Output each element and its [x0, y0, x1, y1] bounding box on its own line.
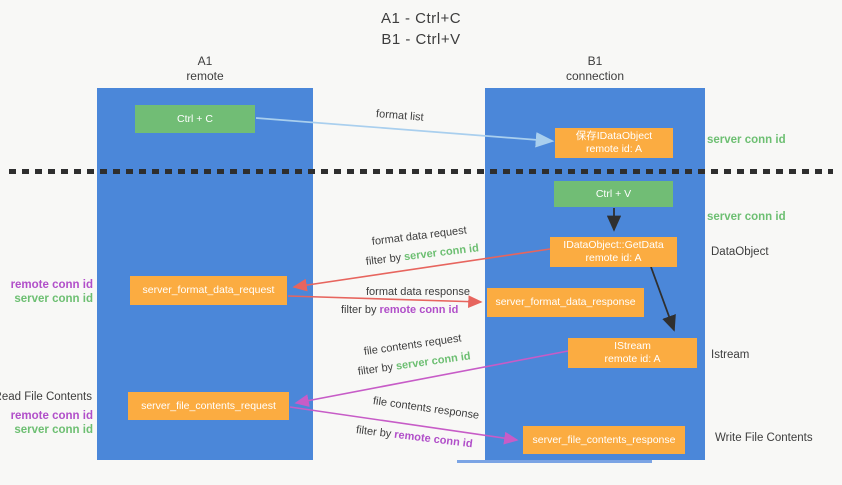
bottom-blue-bar — [457, 460, 652, 463]
format-request-label: server_format_data_request — [142, 284, 275, 296]
getdata-line1: IDataObject::GetData — [563, 239, 664, 251]
node-server-file-contents-response: server_file_contents_response — [523, 426, 685, 454]
file-response-label: server_file_contents_response — [532, 433, 676, 446]
node-server-file-contents-request: server_file_contents_request — [128, 392, 289, 420]
save-idataobject-line2: remote id: A — [585, 143, 643, 155]
label-server-conn-id-top: server conn id — [707, 134, 786, 146]
label-dataobject: DataObject — [711, 246, 769, 258]
label-istream: Istream — [711, 349, 750, 361]
label-remote-conn-id-1: remote conn id — [10, 279, 93, 291]
filter-by-text: filter by — [357, 361, 394, 378]
server-conn-id-text: server conn id — [395, 350, 472, 373]
file-request-label: server_file_contents_request — [141, 399, 276, 412]
save-idataobject-line1: 保存IDataObject — [575, 130, 653, 142]
label-write-file-contents: Write File Contents — [715, 432, 813, 444]
istream-line1: IStream — [614, 340, 651, 352]
lane-a1-role: remote — [186, 69, 224, 83]
lane-b1-role: connection — [565, 69, 625, 83]
filter-by-text: filter by — [355, 424, 392, 441]
label-read-file-contents: Read File Contents — [0, 391, 92, 403]
title-line-1: A1 - Ctrl+C — [380, 10, 462, 27]
lane-header-a1: A1 remote — [97, 54, 313, 84]
lane-a1-name: A1 — [197, 54, 213, 68]
separator-dotted-line — [9, 169, 833, 174]
server-conn-id-text: server conn id — [403, 242, 480, 264]
label-file-contents-response: file contents response — [372, 395, 480, 422]
format-response-label: server_format_data_response — [495, 296, 636, 308]
label-remote-conn-id-2: remote conn id — [10, 410, 93, 422]
istream-line2: remote id: A — [604, 353, 661, 365]
node-ctrl-v: Ctrl + V — [554, 181, 673, 207]
title-line-2: B1 - Ctrl+V — [381, 31, 461, 48]
node-save-idataobject: 保存IDataObject remote id: A — [555, 128, 673, 158]
label-server-conn-id-mid: server conn id — [707, 211, 786, 223]
node-istream: IStream remote id: A — [568, 338, 697, 368]
diagram-title: A1 - Ctrl+C B1 - Ctrl+V — [0, 8, 842, 50]
remote-conn-id-text: remote conn id — [379, 304, 459, 316]
label-server-conn-id-1: server conn id — [14, 293, 93, 305]
label-format-data-response: format data response — [366, 286, 470, 298]
remote-conn-id-text: remote conn id — [393, 428, 474, 451]
filter-by-text: filter by — [341, 304, 377, 316]
label-format-list: format list — [375, 108, 425, 124]
ctrl-c-label: Ctrl + C — [177, 112, 213, 125]
node-idataobject-getdata: IDataObject::GetData remote id: A — [550, 237, 677, 267]
ctrl-v-label: Ctrl + V — [595, 187, 632, 200]
lane-b1-name: B1 — [587, 54, 603, 68]
getdata-line2: remote id: A — [585, 252, 642, 264]
node-server-format-data-request: server_format_data_request — [130, 276, 287, 305]
node-ctrl-c: Ctrl + C — [135, 105, 255, 133]
node-server-format-data-response: server_format_data_response — [487, 288, 644, 317]
lane-header-b1: B1 connection — [485, 54, 705, 84]
filter-by-text: filter by — [365, 251, 402, 268]
label-server-conn-id-2: server conn id — [14, 424, 93, 436]
